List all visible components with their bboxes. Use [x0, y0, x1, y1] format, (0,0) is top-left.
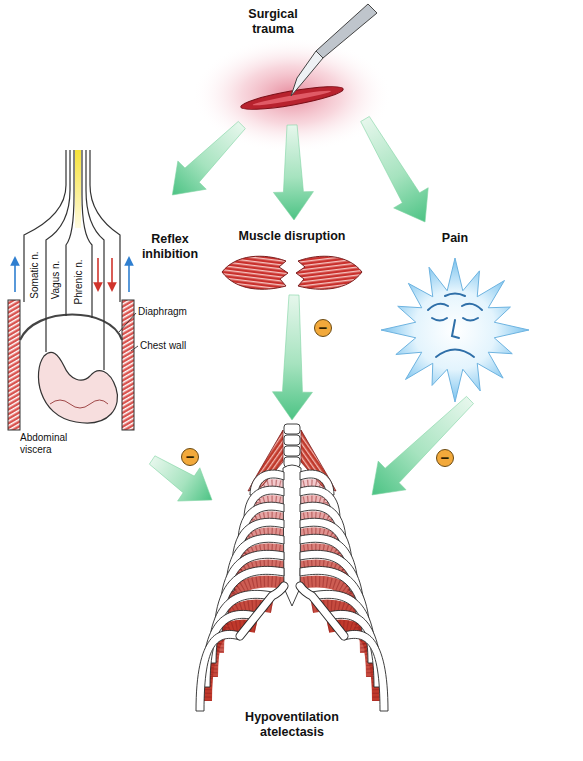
efferent-arrow	[111, 258, 113, 290]
vagus-nerve	[86, 150, 104, 370]
face-brow	[462, 304, 482, 310]
costal-margin	[240, 586, 284, 636]
costal-margin	[300, 586, 344, 636]
part-label-position: Abdominal viscera	[20, 432, 80, 455]
node-label: Hypoventilation atelectasis	[237, 710, 347, 740]
diaphragm	[20, 315, 122, 341]
chest-wall	[8, 300, 20, 430]
somatic-nerve	[90, 150, 120, 302]
viscera-fold	[50, 400, 108, 408]
face-brow	[428, 304, 448, 310]
chest-wall	[122, 300, 134, 430]
rib	[196, 630, 240, 711]
face-mouth	[436, 350, 474, 358]
spinal-cord	[75, 150, 81, 228]
face-nose	[452, 320, 459, 338]
pain-burst	[381, 258, 529, 402]
node-label: Reflex inhibition	[138, 232, 202, 262]
leader-line	[119, 313, 136, 332]
nerve-label-position: Phrenic n.	[73, 259, 85, 304]
face-eye	[463, 318, 478, 321]
inhibition-badge-position: −	[314, 319, 332, 337]
scalpel-blade	[291, 51, 323, 96]
outcome-node: Hypoventilation atelectasis	[212, 420, 372, 756]
nerve-label: Vagus n.	[50, 261, 62, 300]
inhibition-badge-position: −	[436, 449, 454, 467]
pain-face	[428, 294, 482, 358]
node-label: Muscle disruption	[219, 229, 365, 244]
vertebra	[284, 446, 300, 456]
inhibition-badge-position: −	[181, 448, 199, 466]
somatic-nerve	[24, 150, 66, 302]
block-arrow	[372, 396, 473, 495]
muscle-node: Muscle disruption	[219, 220, 369, 295]
block-arrow	[149, 456, 212, 501]
node-label: Pain	[425, 231, 485, 246]
face-wrinkle	[445, 294, 465, 297]
rib	[344, 630, 388, 711]
trauma-node: Surgical trauma	[225, 5, 365, 125]
muscle-half	[222, 256, 288, 289]
block-arrow	[172, 121, 245, 195]
inhibition-badge: −	[181, 448, 199, 466]
rib	[196, 470, 388, 711]
afferent-arrow	[14, 258, 16, 292]
leader-line	[131, 346, 138, 351]
abdominal-viscera	[38, 352, 117, 423]
connector-group	[149, 116, 473, 501]
part-label-position: Diaphragm	[138, 306, 187, 318]
part-label: Chest wall	[140, 340, 186, 352]
nerve-label: Phrenic n.	[73, 259, 85, 304]
pain-node: Pain	[385, 222, 525, 400]
incision-highlight	[252, 89, 332, 108]
muscle-half	[296, 256, 362, 289]
phrenic-nerve	[66, 150, 74, 316]
vertebra	[284, 424, 300, 434]
part-label: Diaphragm	[138, 306, 187, 318]
efferent-arrow	[97, 258, 99, 290]
pain-burst	[381, 258, 529, 402]
nerve-label-position: Somatic n.	[29, 251, 41, 298]
block-arrow	[273, 125, 313, 220]
inhibition-badge: −	[314, 319, 332, 337]
nerve-label: Somatic n.	[29, 251, 41, 298]
scalpel-handle	[316, 4, 377, 58]
torn-muscle	[222, 256, 362, 289]
afferent-arrow	[128, 258, 130, 292]
face-eye	[432, 318, 447, 321]
nerve	[24, 150, 120, 370]
costal-margin	[300, 586, 344, 636]
part-label: Abdominal viscera	[20, 432, 80, 455]
node-label: Surgical trauma	[243, 7, 303, 37]
incision	[240, 82, 345, 114]
rib-cage	[196, 424, 388, 711]
vertebra	[284, 435, 300, 445]
block-arrow	[361, 116, 429, 222]
part-label-position: Chest wall	[140, 340, 186, 352]
nerve-label-position: Vagus n.	[50, 261, 62, 300]
inhibition-badge: −	[436, 449, 454, 467]
block-arrow	[272, 295, 312, 420]
reflex-illustration	[8, 150, 138, 430]
reflex-node: Reflex inhibition	[8, 195, 206, 460]
costal-margin	[240, 586, 284, 636]
